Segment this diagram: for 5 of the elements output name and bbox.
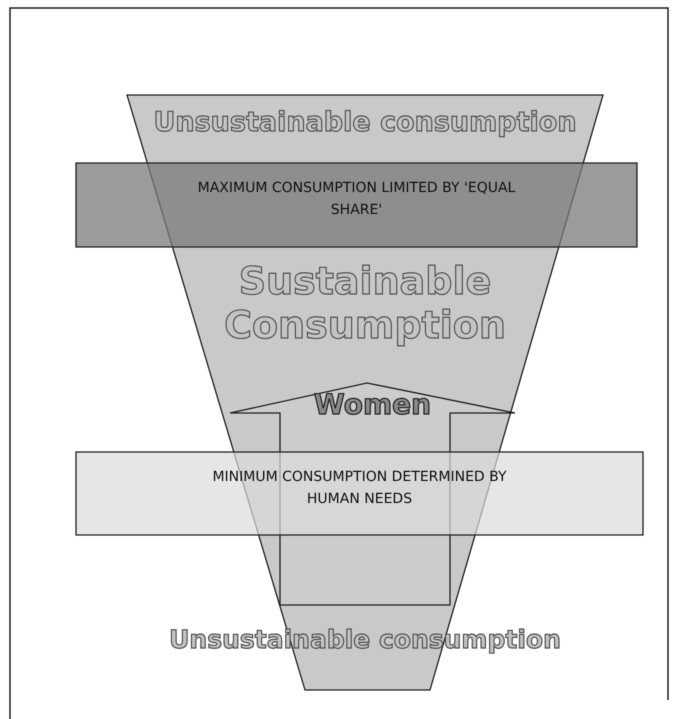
band-label: MAXIMUM CONSUMPTION LIMITED BY 'EQUAL SHARE' [196, 179, 516, 220]
funnel-label: Sustainable Consumption [223, 260, 507, 348]
funnel-label: Women [312, 388, 432, 421]
band-label: MINIMUM CONSUMPTION DETERMINED BY HUMAN NEEDS [211, 468, 508, 510]
funnel-label: Unsustainable consumption [152, 107, 578, 138]
